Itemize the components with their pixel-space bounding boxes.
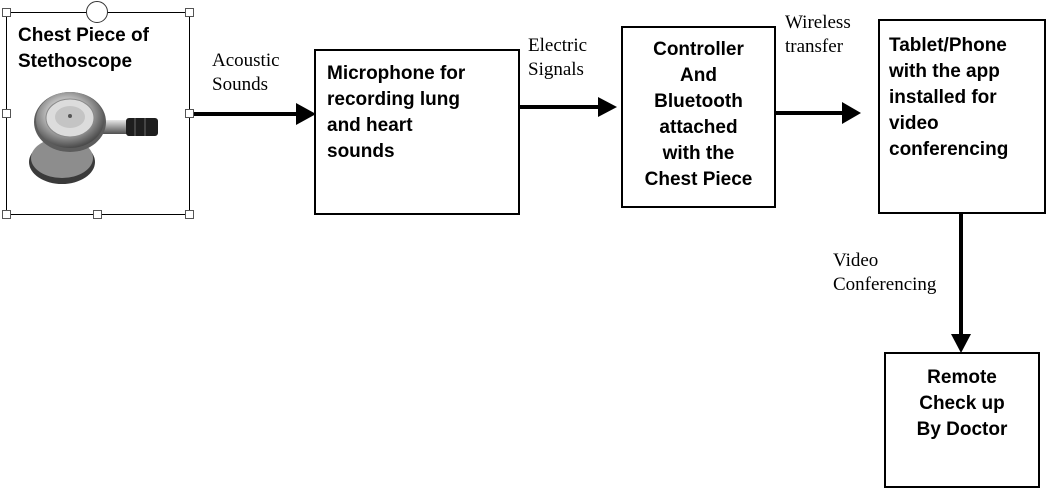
node-remote-label: Remote Check up By Doctor: [916, 367, 1008, 440]
edge-label-electric: Electric Signals: [528, 35, 588, 80]
stethoscope-icon: [29, 92, 158, 184]
node-controller[interactable]: [621, 26, 776, 208]
arrowhead-video: [951, 334, 971, 353]
node-tablet-label: Tablet/Phone with the app installed for …: [889, 35, 1009, 160]
resize-handle-nw[interactable]: [2, 8, 11, 17]
node-microphone-label: Microphone for recording lung and heart …: [327, 63, 466, 162]
edge-label-acoustic: Acoustic Sounds: [212, 50, 280, 95]
edge-label-video: Video Conferencing: [833, 250, 937, 295]
rotate-handle[interactable]: [86, 1, 108, 23]
resize-handle-sw[interactable]: [2, 210, 11, 219]
node-controller-label: Controller And Bluetooth attached with t…: [644, 39, 753, 190]
arrowhead-acoustic: [296, 103, 316, 125]
resize-handle-w[interactable]: [2, 109, 11, 118]
node-remote[interactable]: [884, 352, 1040, 488]
node-tablet[interactable]: [878, 19, 1046, 214]
resize-handle-e[interactable]: [185, 109, 194, 118]
edge-label-wireless: Wireless transfer: [785, 12, 851, 57]
resize-handle-ne[interactable]: [185, 8, 194, 17]
resize-handle-s[interactable]: [93, 210, 102, 219]
node-microphone[interactable]: [314, 49, 520, 215]
arrowhead-wireless: [842, 102, 861, 124]
node-chest-piece-label: Chest Piece of Stethoscope: [18, 25, 149, 72]
resize-handle-se[interactable]: [185, 210, 194, 219]
arrowhead-electric: [598, 97, 617, 117]
